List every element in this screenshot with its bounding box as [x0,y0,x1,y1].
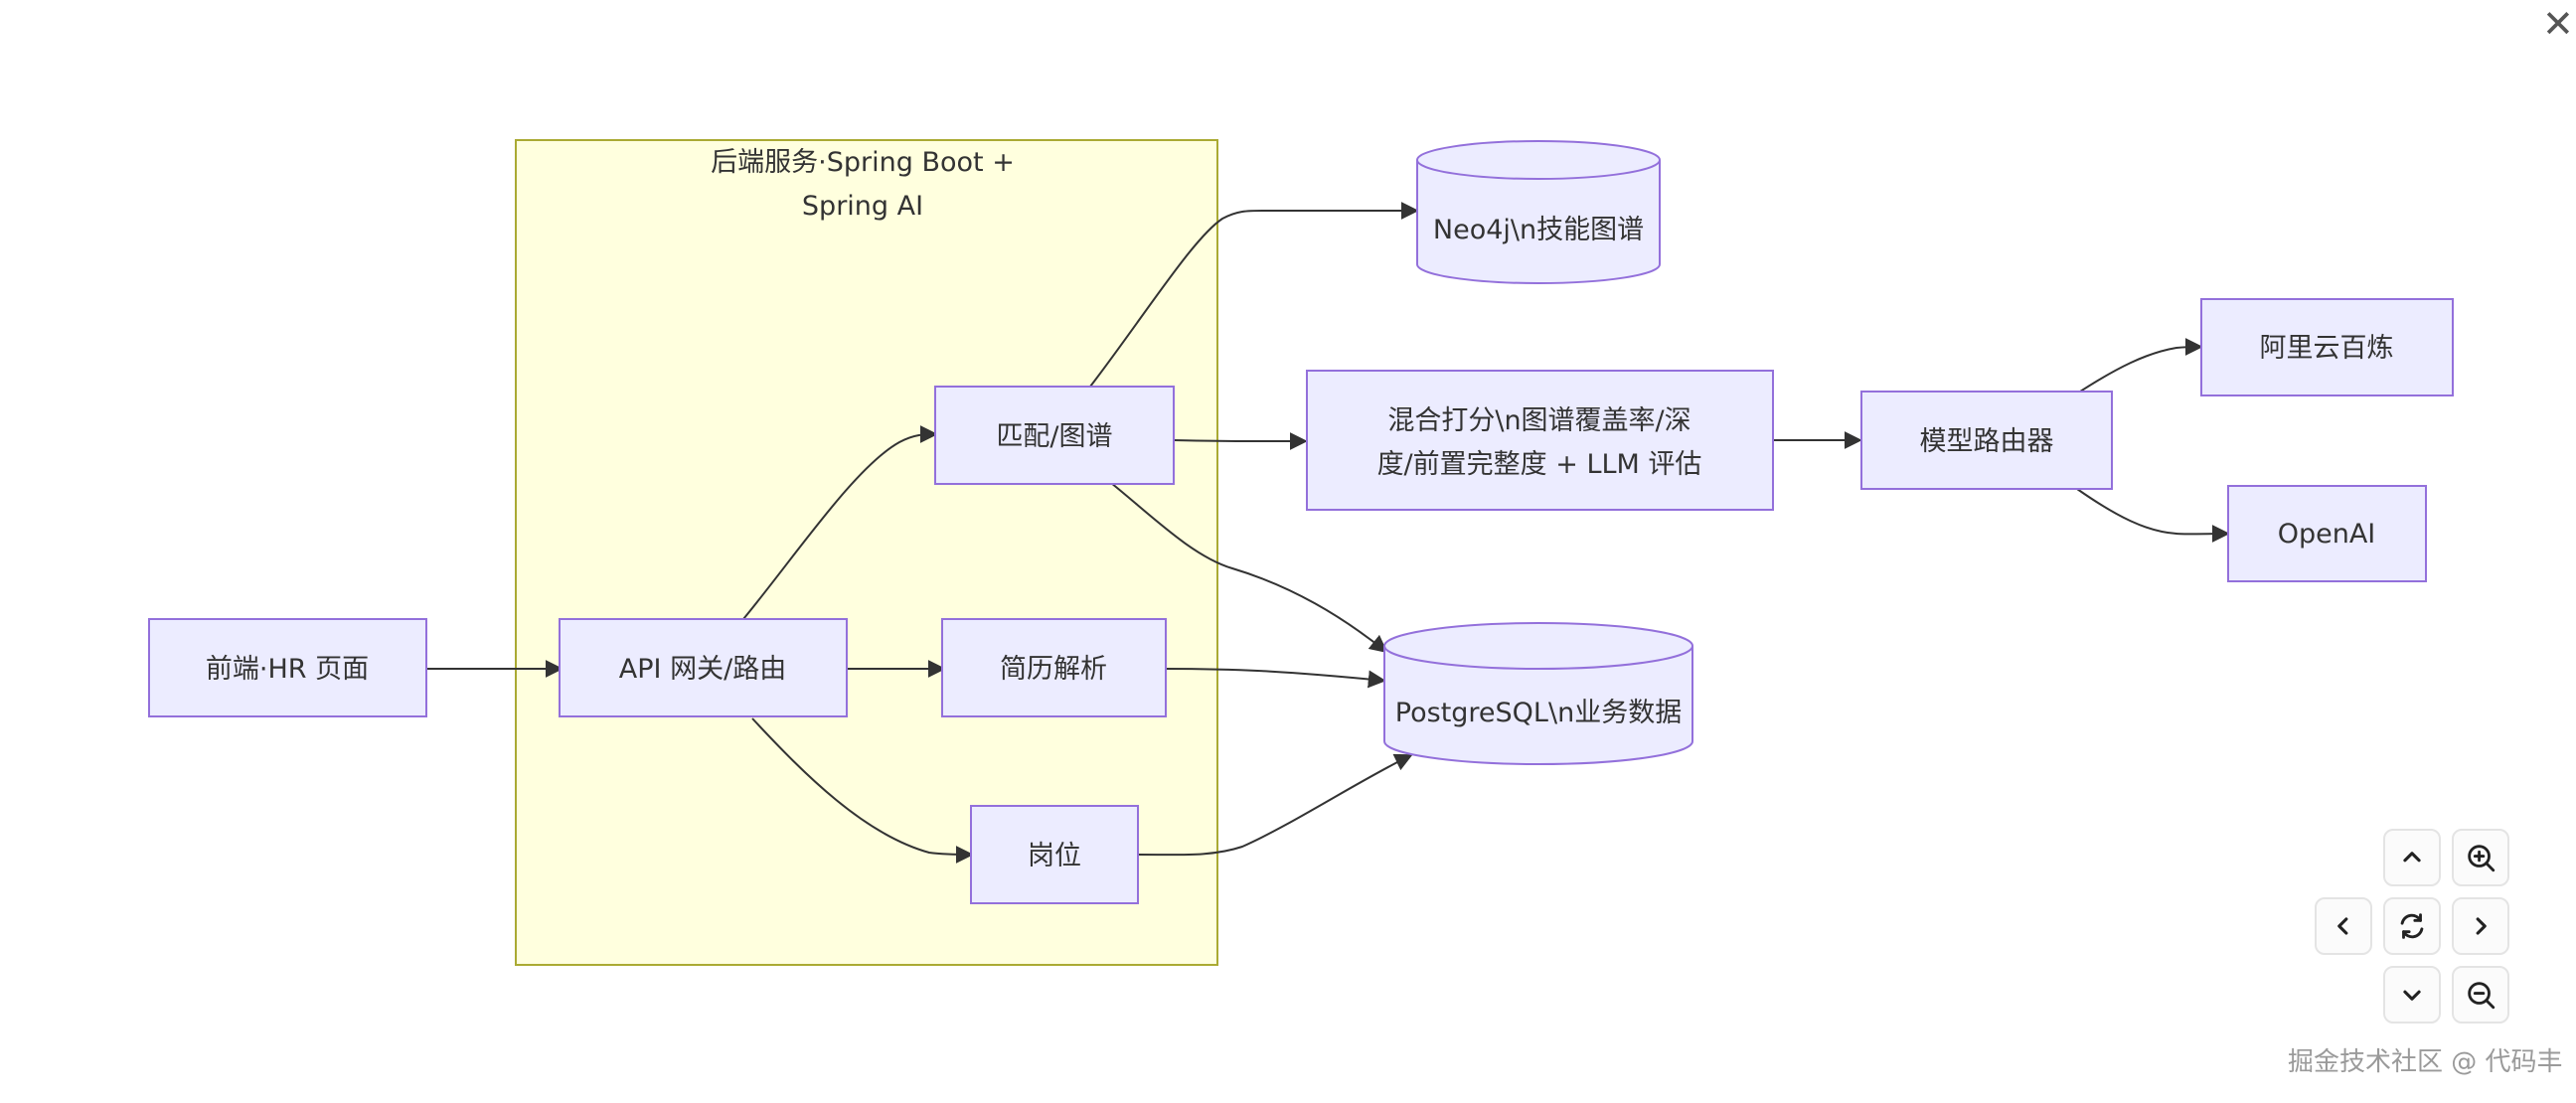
node-scoring[interactable]: 混合打分\n图谱覆盖率/深 度/前置完整度 + LLM 评估 [1306,370,1774,511]
node-job[interactable]: 岗位 [970,805,1139,904]
node-openai[interactable]: OpenAI [2227,485,2427,582]
node-aliyun-label: 阿里云百炼 [2260,333,2394,364]
zoom-in-button[interactable] [2452,829,2509,886]
edge-gateway-job [751,717,974,864]
node-job-label: 岗位 [1028,841,1081,871]
edge-router-openai [2076,488,2230,544]
pan-down-button[interactable] [2383,966,2441,1024]
chevron-left-icon [2337,917,2348,935]
node-frontend[interactable]: 前端·HR 页面 [148,618,427,717]
node-router-label: 模型路由器 [1920,426,2054,457]
node-scoring-label-line1: 混合打分\n图谱覆盖率/深 [1387,405,1690,436]
node-gateway-label: API 网关/路由 [619,654,786,685]
subgraph-backend: 后端服务·Spring Boot + Spring AI [515,139,1218,966]
node-match-label: 匹配/图谱 [996,421,1112,452]
chevron-right-icon [2476,917,2487,935]
zoom-out-icon [2468,982,2496,1010]
edges [426,202,2230,864]
watermark: 掘金技术社区 @ 代码丰 [2288,1047,2563,1077]
node-router[interactable]: 模型路由器 [1860,391,2113,490]
subgraph-title-line1: 后端服务·Spring Boot + [711,147,1015,178]
edge-match-postgres [1110,482,1388,654]
pan-right-button[interactable] [2452,897,2509,955]
zoom-out-button[interactable] [2452,966,2509,1024]
node-match[interactable]: 匹配/图谱 [934,386,1175,485]
pan-left-button[interactable] [2315,897,2372,955]
node-resume[interactable]: 简历解析 [941,618,1167,717]
reset-icon [2400,913,2424,939]
node-aliyun[interactable]: 阿里云百炼 [2200,298,2454,396]
node-openai-label: OpenAI [2278,519,2376,550]
zoom-in-icon [2468,845,2496,872]
edge-job-postgres [1137,753,1413,857]
edge-resume-postgres [1165,668,1386,689]
chevron-down-icon [2403,990,2421,1001]
node-postgres[interactable]: PostgreSQL\n业务数据 [1383,622,1693,765]
edge-match-neo4j [1089,202,1419,388]
chevron-up-icon [2403,852,2421,863]
edge-match-scoring [1173,432,1308,450]
node-resume-label: 简历解析 [1000,654,1107,685]
pan-up-button[interactable] [2383,829,2441,886]
node-postgres-label: PostgreSQL\n业务数据 [1395,698,1682,728]
reset-view-button[interactable] [2383,897,2441,955]
close-icon[interactable]: ✕ [2542,2,2574,46]
subgraph-title-line2: Spring AI [802,191,923,222]
node-neo4j-label: Neo4j\n技能图谱 [1433,215,1644,245]
node-gateway[interactable]: API 网关/路由 [559,618,848,717]
node-scoring-label-line2: 度/前置完整度 + LLM 评估 [1377,449,1702,480]
edge-gateway-match [742,425,938,620]
edge-router-aliyun [2076,338,2203,394]
node-frontend-label: 前端·HR 页面 [206,654,369,685]
node-neo4j[interactable]: Neo4j\n技能图谱 [1416,140,1661,284]
